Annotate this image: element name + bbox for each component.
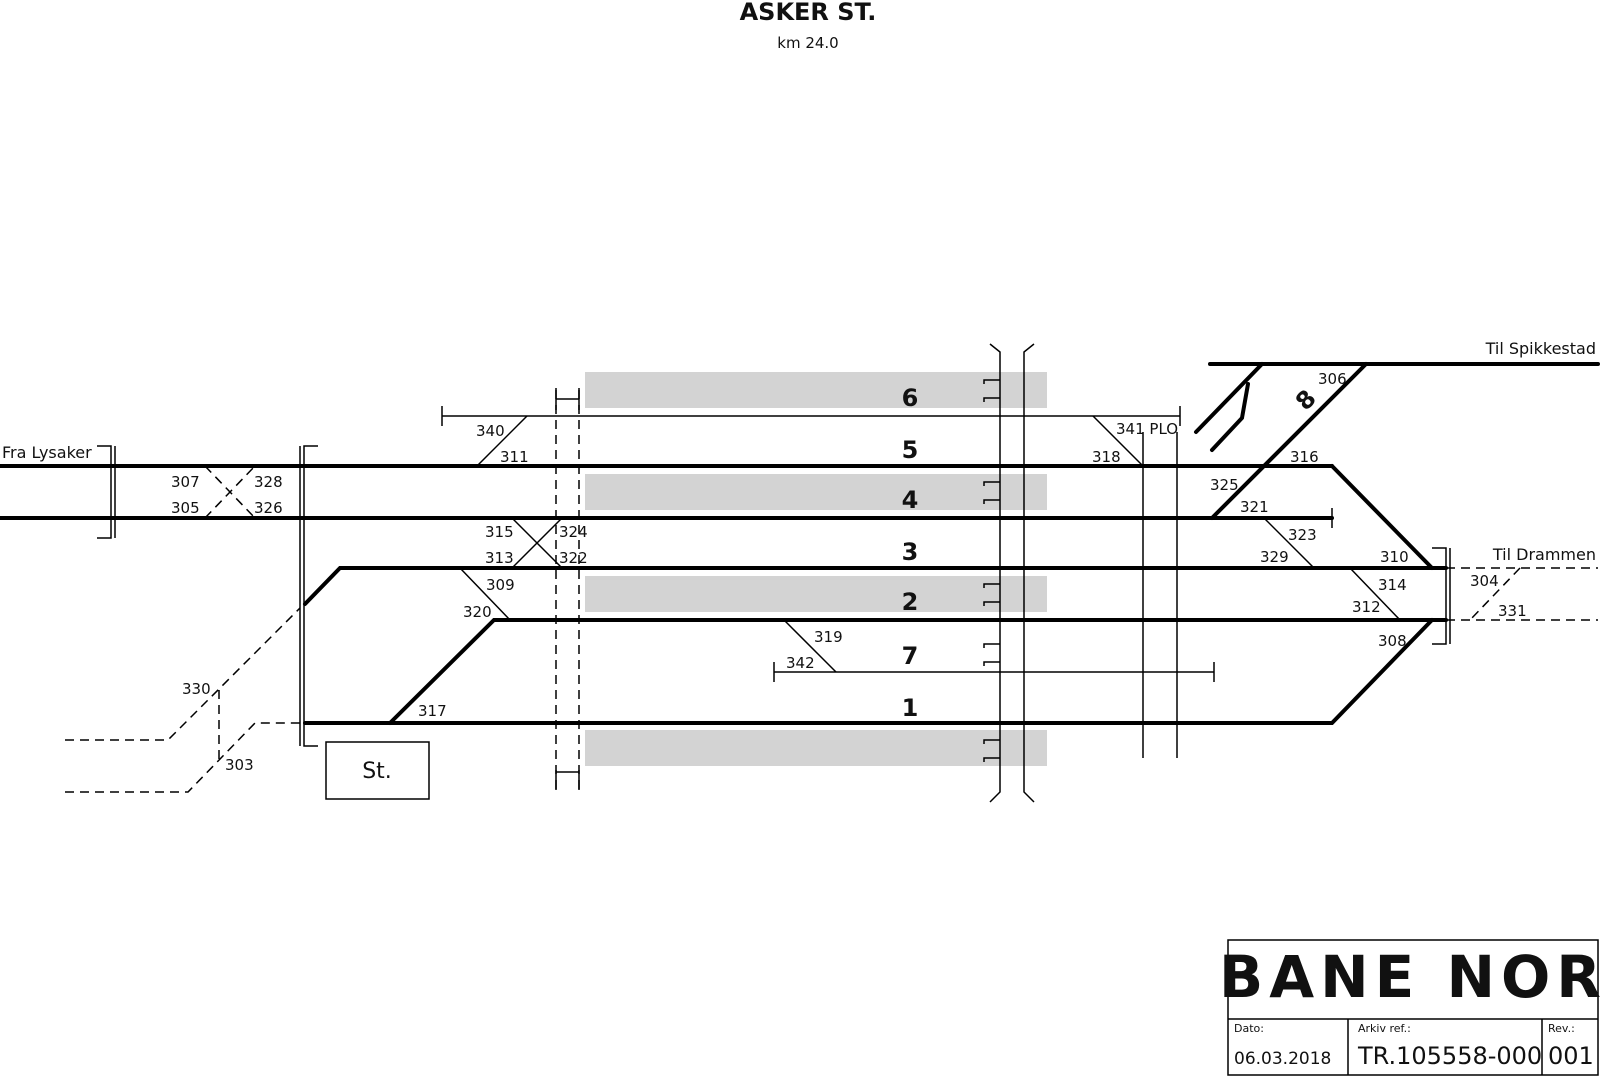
platform-track-6	[585, 372, 1047, 408]
underpass-hook-3	[983, 481, 1000, 486]
switch-315: 315	[485, 523, 514, 541]
platform-tracks-2-7	[585, 576, 1047, 612]
arkiv-label: Arkiv ref.:	[1358, 1022, 1411, 1035]
switch-321: 321	[1240, 498, 1269, 516]
direction-from-lysaker: Fra Lysaker	[2, 443, 92, 462]
track-label-4: 4	[902, 486, 919, 514]
dash-cross-304-331	[1469, 567, 1521, 621]
conn-309-320	[459, 567, 511, 621]
bracket-drammen	[1432, 547, 1451, 645]
switch-328: 328	[254, 473, 283, 491]
underpass-hook-6	[983, 601, 1000, 606]
date-label: Dato:	[1234, 1022, 1264, 1035]
rev-value: 001	[1548, 1042, 1594, 1070]
dash-330-line	[65, 607, 301, 741]
conn-340-311	[476, 415, 528, 467]
underpass-hook-1	[983, 379, 1000, 384]
track-label-5: 5	[902, 436, 919, 464]
underpass-hook-4	[983, 499, 1000, 504]
switch-307: 307	[171, 473, 200, 491]
track-label-6: 6	[902, 384, 919, 412]
switch-329: 329	[1260, 548, 1289, 566]
platform-track-1	[585, 730, 1047, 766]
track-5-to-drammen	[1330, 464, 1434, 570]
switch-305: 305	[171, 499, 200, 517]
conn-323-329	[1263, 517, 1315, 569]
underpass-hook-7	[983, 643, 1000, 648]
underpass-hook-10	[983, 757, 1000, 762]
switch-325: 325	[1210, 476, 1239, 494]
underpass-left	[989, 343, 1001, 803]
switch-312: 312	[1352, 598, 1381, 616]
direction-to-spikkestad: Til Spikkestad	[1485, 339, 1596, 358]
switch-306: 306	[1318, 370, 1347, 388]
switch-311: 311	[500, 448, 529, 466]
switch-320: 320	[463, 603, 492, 621]
switch-318: 318	[1092, 448, 1121, 466]
conn-324-313	[511, 517, 563, 569]
switch-326: 326	[254, 499, 283, 517]
switch-331: 331	[1498, 602, 1527, 620]
date-value: 06.03.2018	[1234, 1049, 1331, 1069]
station-building	[325, 741, 430, 800]
km-label: km 24.0	[777, 34, 838, 52]
track-2-line	[388, 618, 1448, 725]
bracket-lysaker	[97, 445, 116, 539]
track-siding-a	[1194, 362, 1264, 434]
switch-341-plo: 341 PLO	[1116, 420, 1178, 438]
dash-cross-305	[204, 465, 256, 519]
switch-340: 340	[476, 422, 505, 440]
switch-324: 324	[559, 523, 588, 541]
station-title: ASKER ST.	[740, 0, 877, 26]
switch-308: 308	[1378, 632, 1407, 650]
switch-316: 316	[1290, 448, 1319, 466]
bane-nor-logo: BANE NOR	[1219, 943, 1600, 1011]
track-label-7: 7	[902, 642, 919, 670]
arkiv-value: TR.105558-000	[1357, 1042, 1542, 1070]
title-block-frame	[1227, 939, 1599, 1076]
rev-label: Rev.:	[1548, 1022, 1575, 1035]
underpass-hook-2	[983, 397, 1000, 402]
switch-309: 309	[486, 576, 515, 594]
switch-317: 317	[418, 702, 447, 720]
title-block: BANE NOR Dato: 06.03.2018 Arkiv ref.: TR…	[1219, 939, 1600, 1076]
switch-303: 303	[225, 756, 254, 774]
track-3-line	[303, 566, 1448, 606]
track-label-3: 3	[902, 538, 919, 566]
underpass-right	[1023, 343, 1035, 803]
track-siding-b	[1210, 382, 1250, 452]
switch-304: 304	[1470, 572, 1499, 590]
switch-323: 323	[1288, 526, 1317, 544]
switch-322: 322	[559, 549, 588, 567]
switch-314: 314	[1378, 576, 1407, 594]
underpass-hook-5	[983, 583, 1000, 588]
switch-310: 310	[1380, 548, 1409, 566]
switch-313: 313	[485, 549, 514, 567]
track-1-line	[303, 618, 1434, 725]
track-8-line	[1210, 362, 1368, 520]
bracket-station-left	[299, 445, 318, 747]
station-building-label: St.	[362, 759, 392, 784]
switch-319: 319	[814, 628, 843, 646]
underpass-hook-9	[983, 739, 1000, 744]
switch-342: 342	[786, 654, 815, 672]
switch-330: 330	[182, 680, 211, 698]
conn-319-342	[783, 619, 837, 673]
platform-tracks-4-3	[585, 474, 1047, 510]
conn-341-318	[1092, 415, 1144, 467]
conn-314-312	[1349, 567, 1401, 621]
underpass-hook-8	[983, 661, 1000, 666]
track-label-2: 2	[902, 588, 919, 616]
track-label-1: 1	[902, 694, 919, 722]
dash-303-line	[65, 722, 300, 793]
direction-to-drammen: Til Drammen	[1492, 545, 1596, 564]
